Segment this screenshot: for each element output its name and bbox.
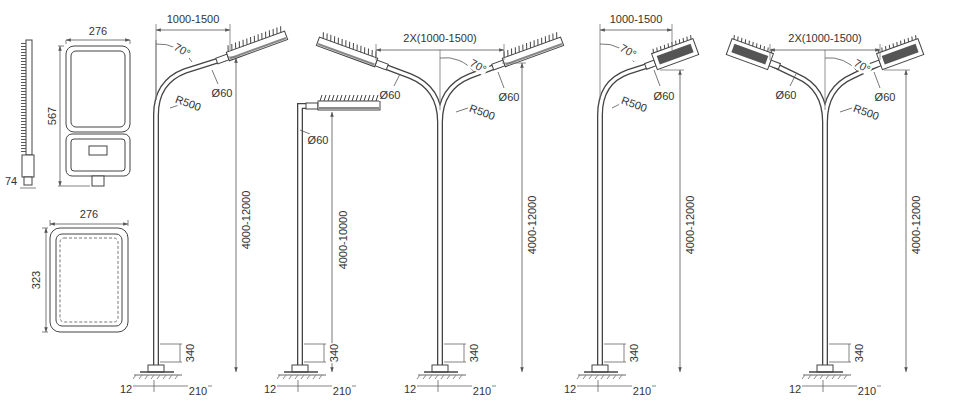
- dimension-label: 4000-10000: [337, 210, 349, 271]
- dimension-label: 4000-12000: [526, 195, 538, 256]
- dimension-label: 4000-12000: [240, 190, 252, 251]
- dimension-label: 340: [328, 343, 340, 363]
- dimension-label: 12: [563, 383, 577, 395]
- dimension-label: 210: [472, 385, 492, 397]
- dimension-label: Ø60: [379, 89, 402, 101]
- dimension-label: 276: [79, 208, 99, 220]
- luminaires: [213, 25, 924, 110]
- dimension-label: 70°: [851, 56, 873, 76]
- dimension-label: R500: [173, 93, 204, 114]
- dimension-label: 12: [263, 383, 277, 395]
- dimension-label: 340: [468, 343, 480, 363]
- dimension-label: 210: [332, 385, 352, 397]
- dimension-lines: [156, 24, 910, 372]
- dimension-label: Ø60: [211, 87, 234, 99]
- dimension-label: 12: [403, 383, 417, 395]
- dimension-label: 74: [4, 175, 18, 187]
- pole-shafts: [156, 58, 878, 372]
- dimension-label: 12: [119, 383, 133, 395]
- luminaire-detail: [20, 40, 130, 332]
- pole-bases: [120, 344, 881, 392]
- dimension-label: 340: [853, 343, 865, 363]
- dimension-label: 1000-1500: [609, 13, 664, 25]
- dimension-label: 210: [632, 385, 652, 397]
- dimension-label: Ø60: [874, 91, 897, 103]
- dimension-label: 567: [46, 106, 58, 126]
- dimension-label: 70°: [467, 56, 489, 76]
- dimension-label: R500: [467, 102, 498, 123]
- dimension-label: 70°: [171, 40, 193, 60]
- dimension-label: 340: [628, 343, 640, 363]
- dimension-label: R500: [619, 94, 650, 115]
- dimension-label: 2X(1000-1500): [787, 32, 862, 44]
- dimension-label: 1000-1500: [166, 13, 221, 25]
- dimension-label: Ø60: [307, 134, 330, 146]
- dimension-label: 210: [857, 385, 877, 397]
- dimension-label: 323: [30, 270, 42, 290]
- dimension-label: R500: [851, 102, 882, 123]
- dimension-label: Ø60: [653, 90, 676, 102]
- dimension-label: 2X(1000-1500): [402, 32, 477, 44]
- dimension-label: 4000-12000: [910, 195, 922, 256]
- dimension-label: Ø60: [498, 91, 521, 103]
- dimension-label: 4000-12000: [684, 195, 696, 256]
- dimension-label: 276: [88, 25, 108, 37]
- dimension-label: 340: [184, 343, 196, 363]
- dimension-label: 70°: [617, 41, 639, 61]
- dimension-label: 210: [188, 385, 208, 397]
- dimension-label: Ø60: [775, 89, 798, 101]
- dimension-label: 12: [788, 383, 802, 395]
